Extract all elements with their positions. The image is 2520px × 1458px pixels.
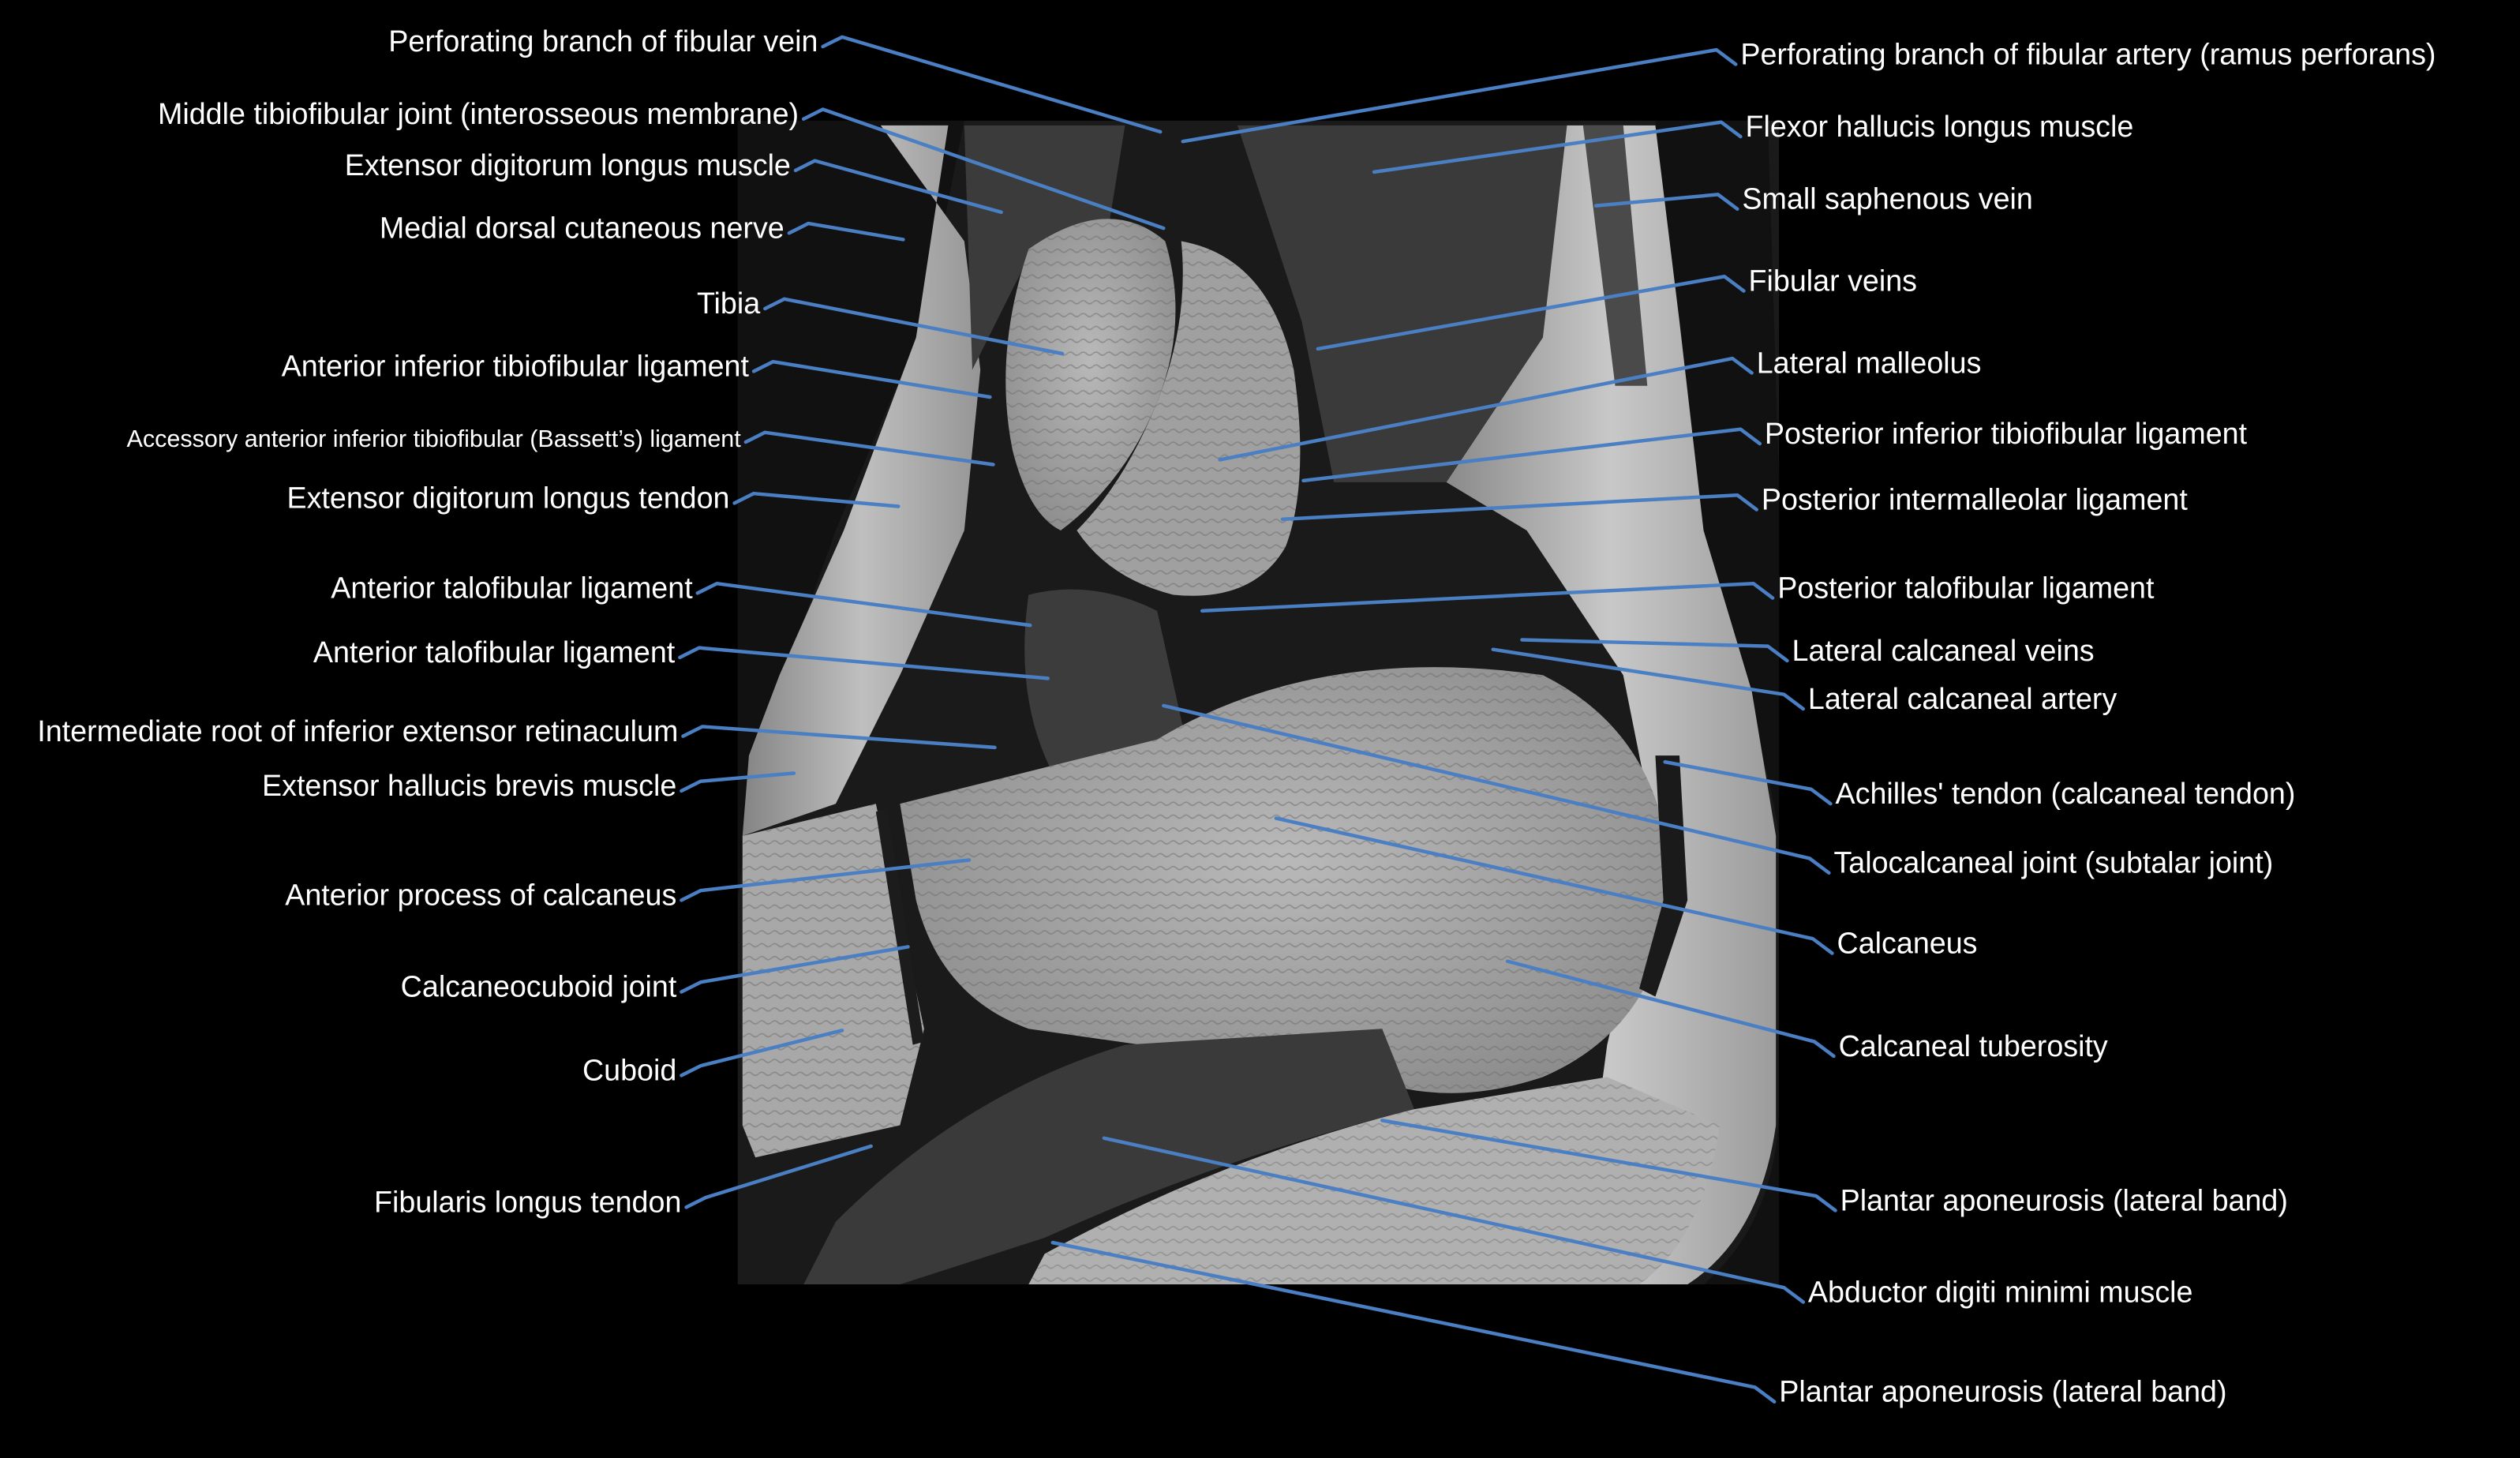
label-extensor-digitorum-longus-tendon: Extensor digitorum longus tendon — [286, 481, 729, 514]
label-talocalcaneal-joint-subtalar-joint: Talocalcaneal joint (subtalar joint) — [1833, 846, 2273, 879]
leader-line-plantar-aponeurosis-lateral-band — [1050, 1240, 1777, 1404]
label-calcaneal-tuberosity: Calcaneal tuberosity — [1839, 1029, 2108, 1063]
leader-line-anterior-talofibular-ligament — [695, 581, 1032, 628]
label-tibia: Tibia — [697, 287, 760, 320]
label-perforating-branch-of-fibular-artery-ramus-perforans: Perforating branch of fibular artery (ra… — [1740, 37, 2436, 70]
label-anterior-inferior-tibiofibular-ligament: Anterior inferior tibiofibular ligament — [282, 350, 750, 383]
label-accessory-anterior-inferior-tibiofibular-bassett-s-ligament: Accessory anterior inferior tibiofibular… — [126, 425, 741, 452]
leader-line-fibular-veins — [1316, 275, 1746, 351]
leader-line-plantar-aponeurosis-lateral-band — [1380, 1119, 1837, 1213]
leader-line-flexor-hallucis-longus-muscle — [1372, 120, 1743, 174]
leader-line-talocalcaneal-joint-subtalar-joint — [1162, 703, 1831, 875]
leader-line-calcaneal-tuberosity — [1505, 959, 1836, 1059]
label-medial-dorsal-cutaneous-nerve: Medial dorsal cutaneous nerve — [380, 211, 784, 244]
leader-line-perforating-branch-of-fibular-vein — [821, 35, 1163, 134]
label-fibular-veins: Fibular veins — [1749, 264, 1917, 298]
leader-line-perforating-branch-of-fibular-artery-ramus-perforans — [1181, 47, 1738, 144]
leader-line-lateral-malleolus — [1218, 356, 1754, 462]
leader-line-abductor-digiti-minimi-muscle — [1102, 1136, 1806, 1304]
leader-line-anterior-inferior-tibiofibular-ligament — [751, 359, 992, 399]
label-calcaneus: Calcaneus — [1837, 927, 1978, 960]
label-anterior-talofibular-ligament: Anterior talofibular ligament — [313, 635, 676, 669]
leader-line-intermediate-root-of-inferior-extensor-retinaculum — [681, 725, 997, 750]
label-intermediate-root-of-inferior-extensor-retinaculum: Intermediate root of inferior extensor r… — [37, 714, 678, 748]
leader-line-fibularis-longus-tendon — [684, 1144, 873, 1209]
label-cuboid: Cuboid — [582, 1053, 676, 1086]
label-flexor-hallucis-longus-muscle: Flexor hallucis longus muscle — [1745, 110, 2133, 143]
leader-line-small-saphenous-vein — [1593, 193, 1739, 211]
label-lateral-malleolus: Lateral malleolus — [1757, 346, 1982, 379]
label-perforating-branch-of-fibular-vein: Perforating branch of fibular vein — [388, 24, 818, 58]
label-abductor-digiti-minimi-muscle: Abductor digiti minimi muscle — [1808, 1275, 2193, 1308]
label-posterior-inferior-tibiofibular-ligament: Posterior inferior tibiofibular ligament — [1765, 417, 2248, 450]
leader-line-lateral-calcaneal-artery — [1491, 647, 1806, 711]
leader-line-achilles-tendon-calcaneal-tendon — [1663, 760, 1833, 806]
mri-image — [737, 120, 1780, 1285]
leader-line-middle-tibiofibular-joint-interosseous-membrane — [801, 107, 1166, 231]
leader-line-extensor-hallucis-brevis-muscle — [680, 771, 796, 793]
abductor-muscle-region — [803, 1029, 1414, 1285]
label-anterior-process-of-calcaneus: Anterior process of calcaneus — [285, 878, 676, 911]
leader-line-extensor-digitorum-longus-tendon — [732, 491, 901, 508]
label-lateral-calcaneal-veins: Lateral calcaneal veins — [1792, 634, 2095, 667]
label-calcaneocuboid-joint: Calcaneocuboid joint — [401, 970, 677, 1003]
leader-line-calcaneus — [1274, 816, 1834, 955]
leader-line-posterior-talofibular-ligament — [1200, 581, 1775, 613]
leader-line-lateral-calcaneal-veins — [1520, 638, 1789, 663]
leader-line-posterior-inferior-tibiofibular-ligament — [1301, 427, 1762, 483]
label-fibularis-longus-tendon: Fibularis longus tendon — [374, 1185, 681, 1218]
leader-lines — [678, 35, 1837, 1404]
label-small-saphenous-vein: Small saphenous vein — [1742, 182, 2032, 216]
label-achilles-tendon-calcaneal-tendon: Achilles' tendon (calcaneal tendon) — [1836, 777, 2296, 810]
leader-line-anterior-process-of-calcaneus — [680, 858, 972, 902]
label-anterior-talofibular-ligament: Anterior talofibular ligament — [331, 572, 693, 605]
label-plantar-aponeurosis-lateral-band: Plantar aponeurosis (lateral band) — [1840, 1183, 2288, 1216]
leader-line-tibia — [763, 297, 1065, 356]
leader-line-extensor-digitorum-longus-muscle — [793, 159, 1003, 215]
label-extensor-hallucis-brevis-muscle: Extensor hallucis brevis muscle — [262, 769, 676, 802]
flexor-hallucis-region — [1237, 125, 1567, 482]
anatomical-labels: Perforating branch of fibular veinMiddle… — [37, 24, 2436, 1408]
label-extensor-digitorum-longus-muscle: Extensor digitorum longus muscle — [345, 148, 791, 182]
leader-line-medial-dorsal-cutaneous-nerve — [787, 221, 905, 242]
label-plantar-aponeurosis-lateral-band: Plantar aponeurosis (lateral band) — [1779, 1375, 2226, 1408]
leader-line-calcaneocuboid-joint — [680, 945, 910, 994]
label-lateral-calcaneal-artery: Lateral calcaneal artery — [1808, 682, 2117, 715]
leader-line-posterior-intermalleolar-ligament — [1280, 493, 1758, 521]
posterior-soft-tissue — [1446, 125, 1777, 1285]
leader-line-cuboid — [680, 1029, 844, 1078]
label-middle-tibiofibular-joint-interosseous-membrane: Middle tibiofibular joint (interosseous … — [158, 97, 799, 130]
leader-line-anterior-talofibular-ligament — [678, 646, 1050, 680]
label-posterior-talofibular-ligament: Posterior talofibular ligament — [1777, 572, 2155, 605]
label-posterior-intermalleolar-ligament: Posterior intermalleolar ligament — [1762, 483, 2189, 516]
leader-line-accessory-anterior-inferior-tibiofibular-bassett-s-ligament — [743, 430, 995, 467]
